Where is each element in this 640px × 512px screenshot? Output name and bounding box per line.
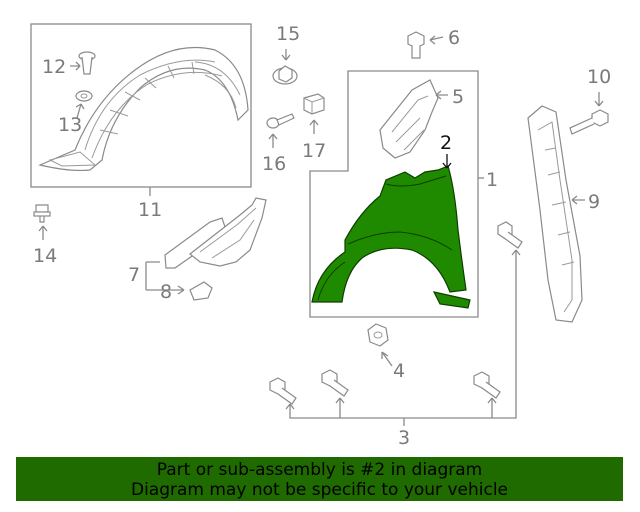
callout-1: 1 — [486, 169, 498, 191]
bolt-part-3-c[interactable] — [321, 369, 349, 397]
clip-part-17[interactable] — [303, 93, 325, 115]
nut-part-15[interactable] — [272, 65, 298, 85]
callout-15: 15 — [276, 23, 300, 45]
bolt-part-6[interactable] — [407, 31, 425, 59]
callout-2: 2 — [440, 132, 452, 154]
bolt-part-3-b[interactable] — [269, 377, 297, 405]
callout-17: 17 — [302, 140, 326, 162]
callout-5: 5 — [452, 86, 464, 108]
callout-14: 14 — [33, 245, 57, 267]
callout-7: 7 — [128, 264, 140, 286]
seal-strip-part-9[interactable] — [527, 105, 583, 323]
bolt-part-3-d[interactable] — [473, 371, 501, 399]
callout-3: 3 — [398, 427, 410, 449]
push-pin-part-14[interactable] — [33, 204, 51, 223]
callout-11: 11 — [138, 199, 162, 221]
exploded-parts-diagram: 12 13 11 14 15 16 17 6 — [30, 23, 611, 449]
notice-banner: Part or sub-assembly is #2 in diagram Di… — [16, 457, 623, 501]
callout-6: 6 — [448, 27, 460, 49]
splash-shield-part-7[interactable] — [164, 197, 267, 269]
front-fender-part-2[interactable] — [311, 165, 471, 309]
nut-part-4[interactable] — [367, 323, 389, 347]
bracket-part-5[interactable] — [379, 79, 439, 159]
clip-part-8[interactable] — [189, 281, 213, 301]
callout-9: 9 — [588, 191, 600, 213]
callout-10: 10 — [587, 66, 611, 88]
callout-13: 13 — [58, 114, 82, 136]
callout-12: 12 — [42, 56, 66, 78]
fender-assembly-box — [309, 70, 479, 318]
grommet-part-13[interactable] — [75, 90, 93, 102]
callout-4: 4 — [393, 360, 405, 382]
callout-8: 8 — [160, 281, 172, 303]
bolt-part-10[interactable] — [569, 109, 609, 135]
callout-16: 16 — [262, 153, 286, 175]
clip-part-12[interactable] — [78, 51, 96, 75]
fender-highlight — [311, 165, 467, 303]
notice-line-2: Diagram may not be specific to your vehi… — [130, 480, 508, 500]
bolt-part-3-a[interactable] — [497, 221, 523, 249]
liner-group-box — [30, 23, 252, 188]
fender-liner-part[interactable] — [38, 46, 249, 172]
screw-part-16[interactable] — [266, 113, 295, 129]
notice-line-1: Part or sub-assembly is #2 in diagram — [156, 460, 483, 480]
